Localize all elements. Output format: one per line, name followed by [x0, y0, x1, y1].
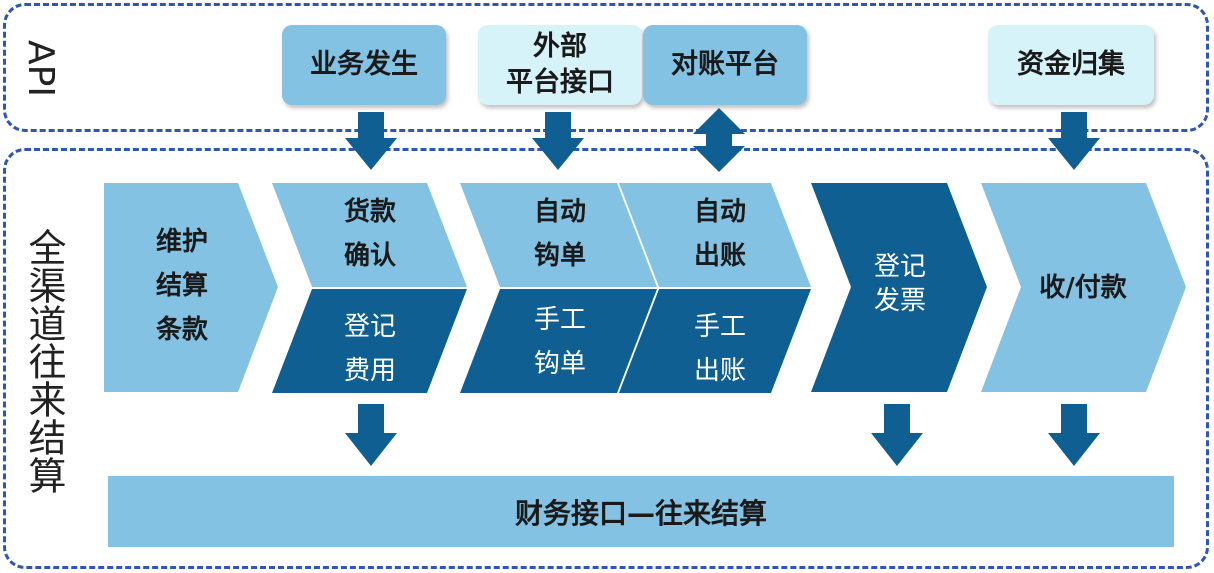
auto-bill-chevron [619, 183, 811, 287]
auto-bill-label: 自动 出账 [693, 197, 746, 271]
collect-pay-label: 收/付款 [1039, 273, 1127, 303]
business-occurrence-box: 业务发生 [282, 25, 446, 105]
register-invoice-label: 登记 发票 [873, 252, 926, 316]
payment-down-arrow [1048, 404, 1100, 466]
fund-collection-box: 资金归集 [988, 25, 1154, 105]
expense-down-arrow [345, 404, 397, 466]
recon-bidirectional-arrow [693, 108, 745, 172]
collect-pay-chevron [981, 183, 1186, 392]
reconciliation-platform-box: 对账平台 [643, 25, 807, 105]
register-expense-chevron [272, 289, 467, 393]
main-flow-label: 全渠道往来结算 [22, 228, 66, 494]
business-down-arrow [345, 112, 397, 170]
register-expense-label: 登记 费用 [343, 312, 396, 386]
register-invoice-chevron [811, 183, 987, 392]
manual-hook-chevron [460, 289, 657, 393]
manual-hook-label: 手工 钩单 [533, 305, 586, 379]
external-platform-interface-box: 外部 平台接口 [478, 25, 642, 105]
manual-bill-chevron [619, 289, 811, 393]
auto-hook-chevron [460, 183, 657, 287]
maintain-terms-label: 维护 结算 条款 [155, 227, 208, 345]
main-flow-region [3, 148, 1209, 569]
payment-confirm-chevron [272, 183, 467, 287]
api-label: API [20, 40, 61, 97]
auto-hook-label: 自动 钩单 [533, 197, 586, 271]
finance-interface-bar: 财务接口—往来结算 [108, 476, 1174, 547]
maintain-terms-chevron [104, 183, 278, 392]
funds-down-arrow [1048, 112, 1100, 170]
manual-bill-label: 手工 出账 [693, 312, 746, 386]
api-region [3, 3, 1209, 132]
payment-confirm-label: 货款 确认 [343, 197, 396, 271]
invoice-down-arrow [871, 404, 923, 466]
external-down-arrow [532, 112, 584, 170]
